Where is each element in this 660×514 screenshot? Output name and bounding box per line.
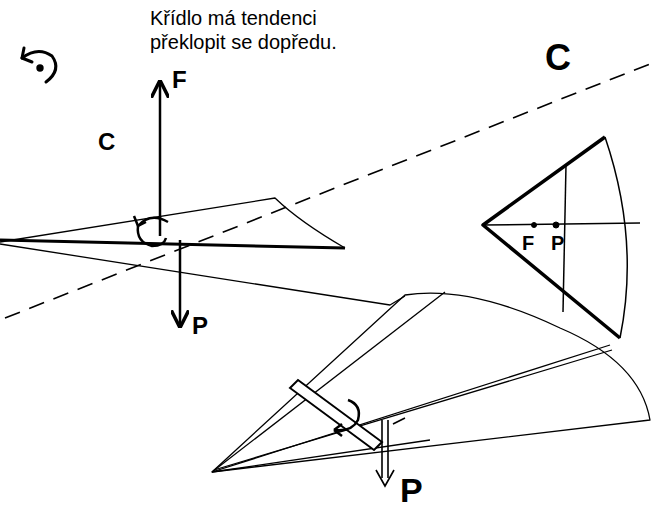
weight-arrow <box>179 240 182 326</box>
moment-symbol: C <box>98 128 115 157</box>
moment-symbol: C <box>545 36 571 79</box>
force-label: P <box>400 470 423 511</box>
perspective-plane <box>212 292 650 472</box>
rotation-arrowhead <box>334 424 342 436</box>
dashed-line <box>5 62 655 318</box>
force-label: F <box>172 66 187 95</box>
force-label: P <box>192 312 208 341</box>
force-label: F <box>522 231 534 255</box>
rotation-arrowhead <box>134 216 146 226</box>
rotation-symbol <box>22 48 56 82</box>
force-label: P <box>551 231 564 255</box>
wing-top-view <box>483 137 640 338</box>
paper-clip <box>290 380 382 450</box>
rotation-arrow <box>138 218 168 246</box>
side-view-plane <box>0 198 405 305</box>
note-text: Křídlo má tendenci překlopit se dopředu. <box>150 6 390 54</box>
lift-arrow <box>159 82 162 236</box>
